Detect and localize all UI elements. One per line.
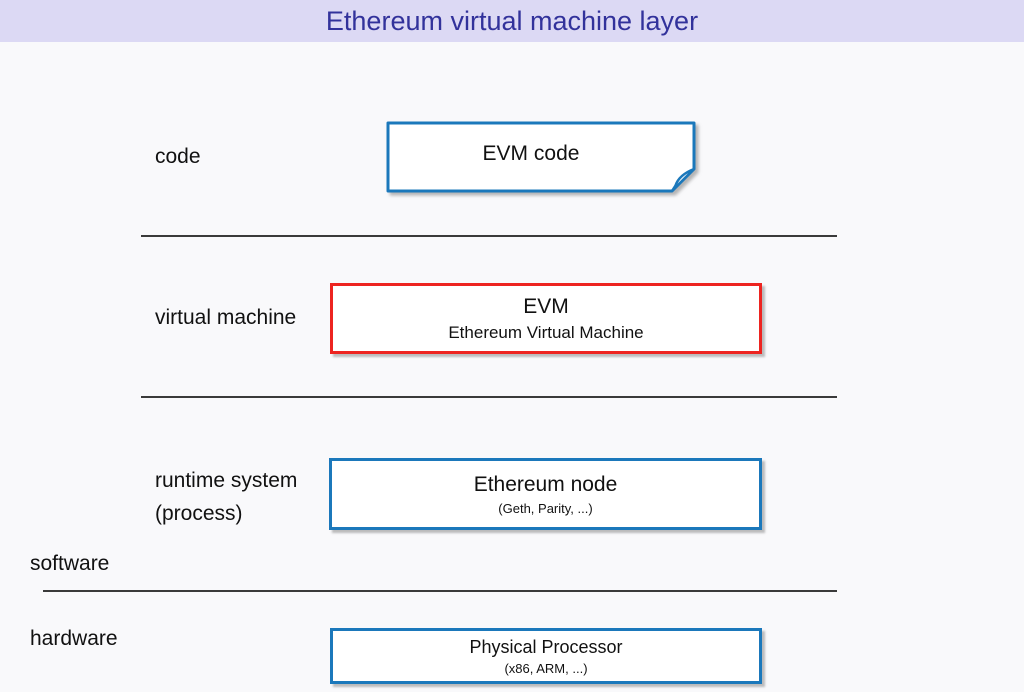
ethereum-node-box-subtitle: (Geth, Parity, ...) bbox=[498, 500, 593, 516]
ethereum-node-box: Ethereum node (Geth, Parity, ...) bbox=[329, 458, 762, 530]
label-hardware: hardware bbox=[30, 627, 118, 650]
physical-processor-box-subtitle: (x86, ARM, ...) bbox=[504, 660, 588, 676]
evm-code-box: EVM code bbox=[386, 121, 698, 193]
note-shape-icon bbox=[386, 121, 696, 193]
title-bar: Ethereum virtual machine layer bbox=[0, 0, 1024, 42]
label-code: code bbox=[155, 145, 201, 168]
evm-box: EVM Ethereum Virtual Machine bbox=[330, 283, 762, 354]
divider-code-vm bbox=[141, 235, 837, 237]
ethereum-node-box-title: Ethereum node bbox=[473, 472, 618, 496]
evm-box-title: EVM bbox=[523, 295, 569, 318]
slide-title: Ethereum virtual machine layer bbox=[325, 6, 699, 36]
divider-software-hardware bbox=[43, 590, 837, 592]
divider-vm-runtime bbox=[141, 396, 837, 398]
label-software: software bbox=[30, 552, 110, 575]
note-folded-corner-icon bbox=[670, 167, 696, 193]
label-runtime-line2: (process) bbox=[155, 502, 243, 525]
physical-processor-box-title: Physical Processor bbox=[469, 636, 623, 657]
physical-processor-box: Physical Processor (x86, ARM, ...) bbox=[330, 628, 762, 684]
label-runtime-line1: runtime system bbox=[155, 469, 298, 492]
label-runtime-system: runtime system (process) bbox=[155, 464, 297, 530]
evm-code-box-title: EVM code bbox=[482, 142, 580, 165]
label-virtual-machine: virtual machine bbox=[155, 306, 297, 329]
evm-box-subtitle: Ethereum Virtual Machine bbox=[448, 323, 644, 342]
